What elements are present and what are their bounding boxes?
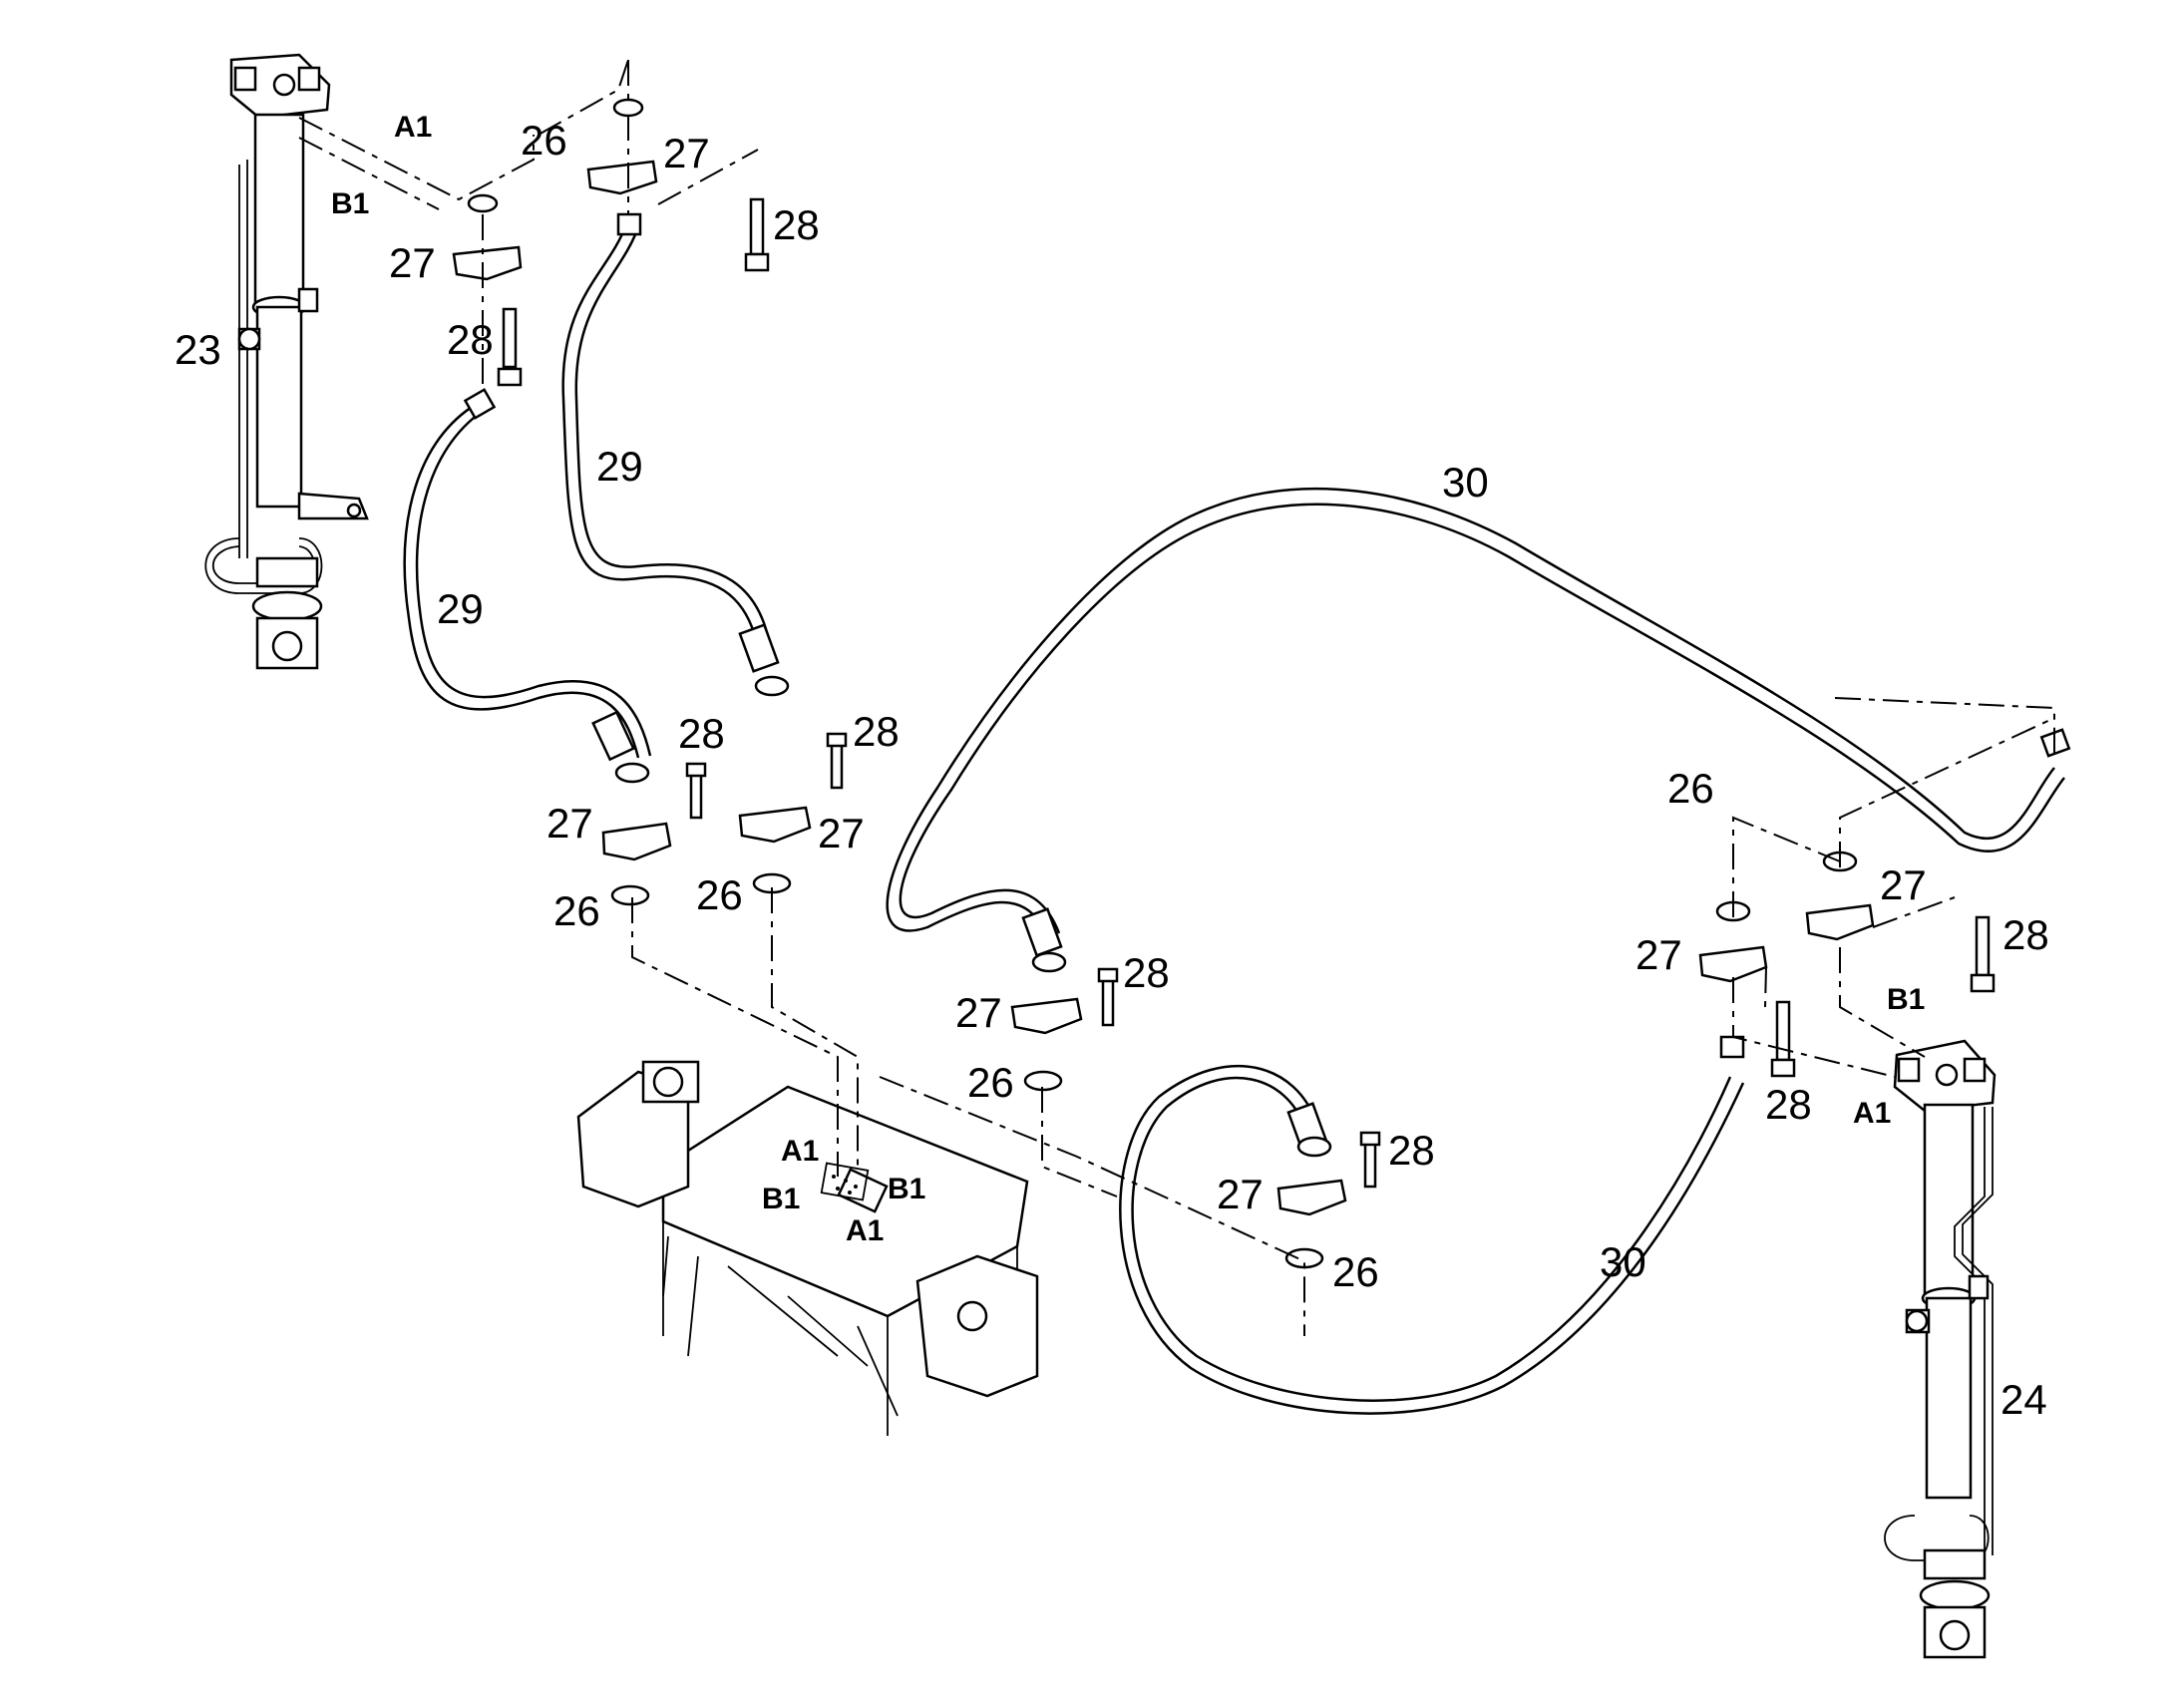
hose-30-lower <box>1119 1035 1745 1415</box>
callout-29: 29 <box>437 585 484 632</box>
port-labels: A1 B1 A1 B1 B1 A1 B1 A1 <box>331 111 1925 1247</box>
hose-29-right <box>561 212 790 697</box>
callout-28: 28 <box>678 710 725 757</box>
callout-26: 26 <box>553 887 600 934</box>
callout-30: 30 <box>1600 1238 1646 1285</box>
callout-28: 28 <box>773 201 820 248</box>
callout-28: 28 <box>853 708 900 755</box>
callout-24: 24 <box>2000 1376 2047 1423</box>
port-label-b1: B1 <box>1887 983 1925 1016</box>
callout-27: 27 <box>1880 861 1927 908</box>
callout-27: 27 <box>818 810 865 856</box>
callout-29: 29 <box>596 443 643 490</box>
callout-27: 27 <box>389 239 436 286</box>
callout-26: 26 <box>696 871 743 918</box>
port-label-b1: B1 <box>888 1173 925 1205</box>
callout-26: 26 <box>967 1059 1014 1106</box>
right-cylinder-24 <box>1884 1039 1997 1659</box>
callout-27: 27 <box>1635 931 1682 978</box>
callout-labels: 23 24 26 27 28 27 28 29 29 30 30 28 28 2… <box>175 117 2049 1423</box>
callout-28: 28 <box>1765 1081 1812 1128</box>
callout-28: 28 <box>2002 911 2049 958</box>
callout-28: 28 <box>1123 949 1170 996</box>
port-label-a1: A1 <box>1853 1097 1891 1130</box>
port-label-a1: A1 <box>846 1214 884 1247</box>
port-label-a1: A1 <box>394 111 432 144</box>
valve-block-assembly <box>576 1060 1039 1436</box>
port-label-b1: B1 <box>331 187 369 220</box>
callout-28: 28 <box>447 316 494 363</box>
hose-29-left <box>403 388 652 784</box>
callout-27: 27 <box>1217 1171 1264 1217</box>
callout-23: 23 <box>175 326 221 373</box>
leader-lines <box>298 59 2055 1336</box>
port-label-a1: A1 <box>781 1135 819 1168</box>
callout-26: 26 <box>1332 1248 1379 1295</box>
callout-28: 28 <box>1388 1127 1435 1174</box>
hose-30-long <box>886 487 2071 973</box>
port-label-b1: B1 <box>762 1183 800 1215</box>
callout-27: 27 <box>663 130 710 176</box>
callout-26: 26 <box>521 117 567 164</box>
callout-26: 26 <box>1667 765 1714 812</box>
callout-27: 27 <box>955 989 1002 1036</box>
callout-30: 30 <box>1442 459 1489 506</box>
mounting-plate <box>820 1162 870 1201</box>
callout-27: 27 <box>546 800 593 847</box>
left-cylinder-23 <box>204 53 369 670</box>
